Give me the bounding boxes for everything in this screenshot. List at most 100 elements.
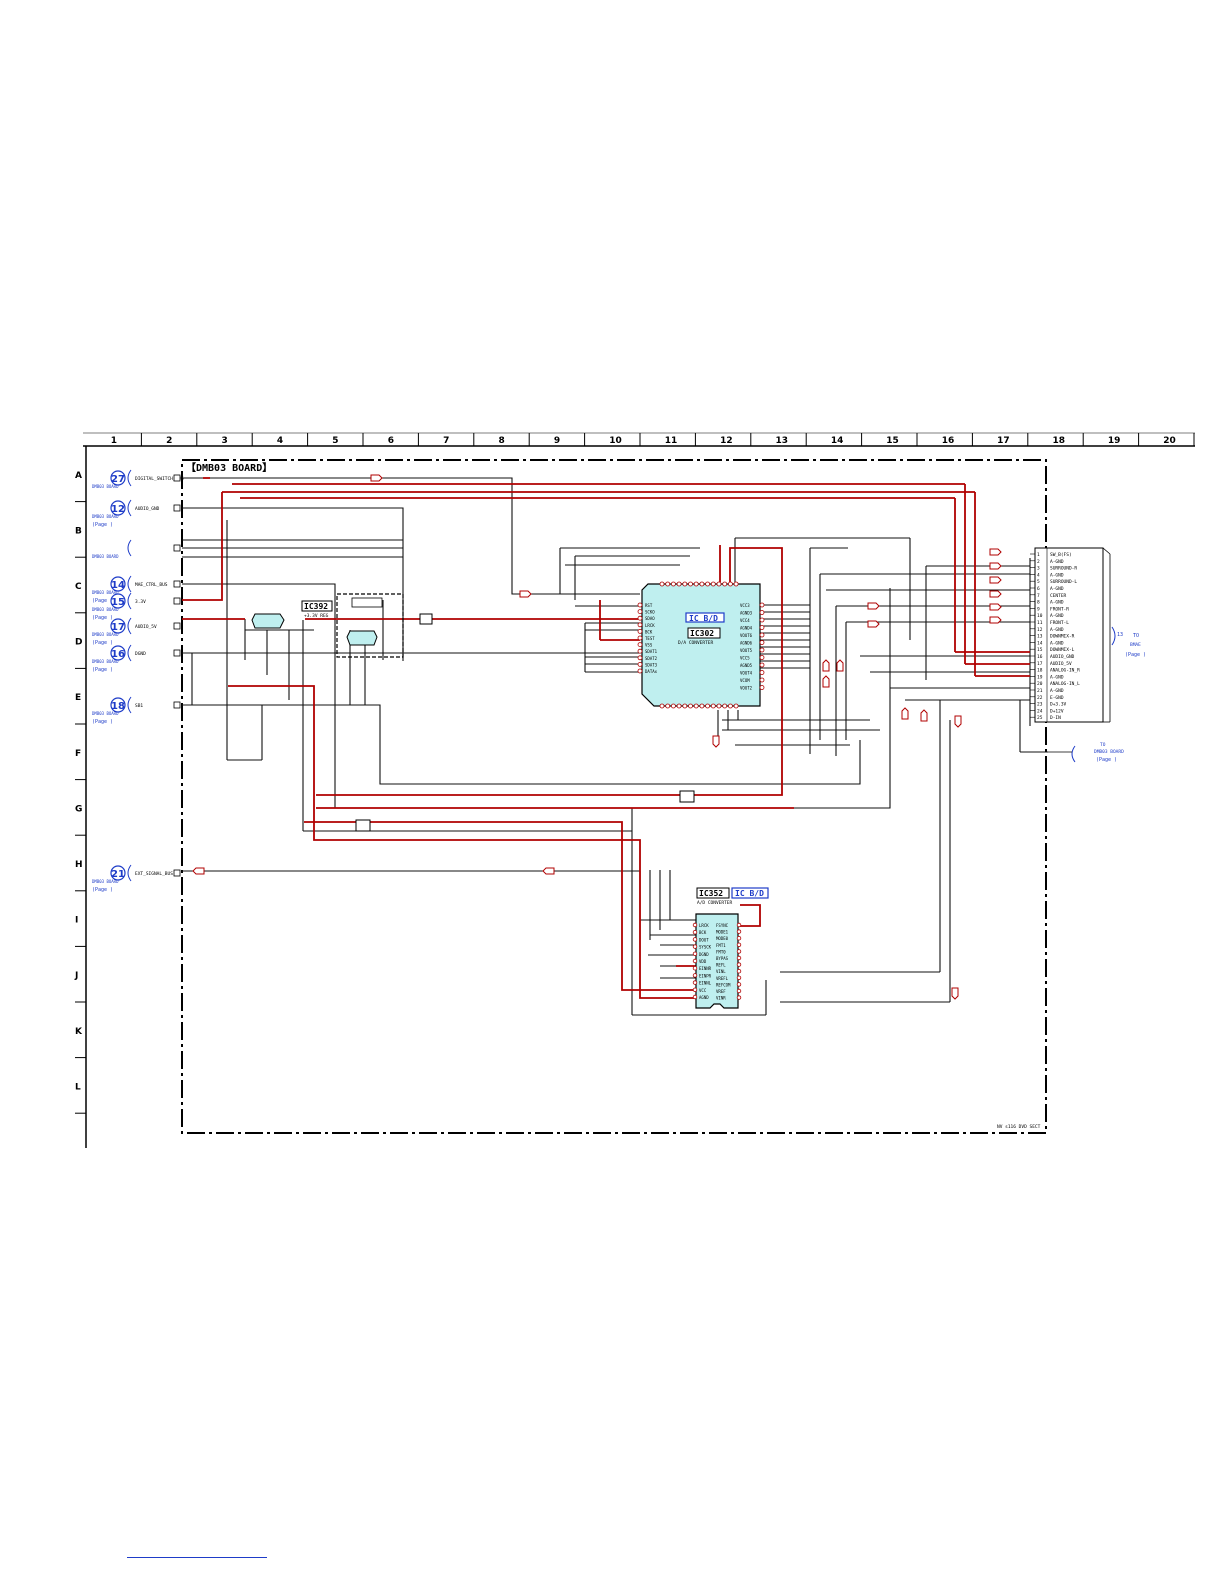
ic302-bottom-pin	[693, 703, 699, 709]
ic392-regulator: IC392 +3.3V REG	[251, 593, 404, 658]
output-pin-number: 9	[1037, 606, 1040, 612]
connector-signal: DIGITAL_SWITCH_BUS	[135, 476, 184, 482]
ic302-right-pin	[759, 655, 765, 660]
ic352-left-pin-label: LRCK	[699, 923, 709, 928]
ic352-left-pin	[692, 958, 698, 964]
output-pin-signal: DOWNMIX-L	[1050, 647, 1075, 653]
signal-arrow	[954, 715, 962, 728]
ic302-bottom-pin	[716, 703, 722, 709]
ic302-bottom-pin	[688, 703, 693, 709]
connector-terminal	[173, 504, 181, 512]
signal-arrow	[836, 659, 844, 672]
ic302-bottom-pin	[710, 703, 716, 709]
output-pin-number: 18	[1037, 668, 1043, 674]
ic302-left-pin-label: BCK	[645, 629, 653, 634]
ic352-left-pin-label: EINNL	[699, 981, 712, 986]
row-label: J	[74, 971, 78, 981]
ic302-left-pin-label: SDAT2	[645, 656, 658, 661]
ic302-left-pin	[637, 615, 643, 621]
connector-terminal	[173, 649, 181, 657]
ic352-right-pin-label: BYPAS	[716, 956, 729, 961]
ic352-left-pin	[692, 966, 698, 971]
connector-number: 15	[111, 597, 125, 608]
connector-page: (Page )	[92, 522, 113, 528]
ic352-right-pin	[736, 949, 742, 954]
connector-signal: AUDIO_GND	[135, 506, 160, 512]
left-connector: DMB03 BOARD	[92, 539, 181, 559]
output-pin-number: 7	[1037, 593, 1040, 599]
ic302-right-pin-label: VCOM	[740, 678, 750, 683]
connector-signal: AUDIO_5V	[135, 624, 157, 630]
output-pin-signal: A-GND	[1050, 613, 1064, 619]
row-label: E	[75, 693, 81, 703]
signal-arrow	[989, 562, 1002, 570]
ic352-right-pin-label: VINL	[716, 969, 726, 974]
output-pin-number: 5	[1037, 579, 1040, 585]
ic302-top-pin	[688, 581, 693, 587]
connector-number: 21	[111, 869, 125, 880]
connector-signal: SB1	[135, 703, 143, 709]
connector-bracket	[127, 864, 132, 882]
output-pin-number: 8	[1037, 600, 1040, 606]
connector-bracket	[127, 644, 132, 662]
ic302-right-pin-label: VOUT5	[740, 648, 753, 653]
output-pin-number: 11	[1037, 620, 1043, 626]
output-pin-signal: D+12V	[1050, 708, 1064, 714]
column-label: 15	[886, 436, 899, 446]
output-pin-signal: AUDIO_5V	[1050, 661, 1072, 667]
signal-arrow	[370, 474, 383, 482]
ic302-right-pin	[759, 685, 765, 690]
ic352-right-pin-label: REFCOM	[716, 982, 731, 987]
column-label: 9	[554, 436, 560, 446]
ic302-left-pin-label: LRCK	[645, 623, 655, 628]
connector-number: 12	[111, 504, 125, 515]
connector-terminal	[173, 869, 181, 877]
ic352-right-pin-label: MODE1	[716, 930, 729, 935]
ic302-left-pin	[637, 668, 643, 674]
connector-number-circle	[110, 697, 126, 713]
ic302-left-pin	[637, 609, 643, 614]
column-label: 14	[831, 436, 844, 446]
ic352-left-pin	[692, 937, 698, 942]
ic302-right-pin-label: VCC3	[740, 603, 750, 608]
signal-arrow	[920, 709, 928, 722]
output-pin-number: 12	[1037, 627, 1043, 633]
output-pin-number: 23	[1037, 702, 1043, 708]
ic352-right-pin-label: REFL	[716, 963, 726, 968]
column-label: 16	[942, 436, 955, 446]
ic352-left-pin	[692, 930, 698, 935]
ic352-left-pin-label: SYSCK	[699, 945, 712, 950]
ic302-right-pin	[759, 662, 765, 668]
ic352-right-pin	[736, 969, 742, 974]
signal-arrow	[519, 590, 532, 598]
connector-terminal	[173, 580, 181, 588]
ic302-top-pin	[705, 581, 710, 587]
output-connector-to: TO	[1133, 633, 1139, 639]
ic302-right-pin-label: VCC5	[740, 656, 750, 661]
ic302-right-pin	[759, 647, 765, 653]
ic352-left-pin-label: BCK	[699, 930, 707, 935]
output-pin-number: 16	[1037, 654, 1043, 660]
column-label: 17	[997, 436, 1010, 446]
signal-arrow	[989, 576, 1002, 584]
ic302-left-pin	[637, 662, 643, 667]
connector-bracket	[127, 469, 132, 487]
output-pin-signal: A-GND	[1050, 572, 1064, 578]
ic302-left-pin-label: RST	[645, 603, 653, 608]
column-label: 20	[1163, 436, 1176, 446]
ic352-left-pin	[692, 951, 698, 956]
output-pin-signal: A-GND	[1050, 627, 1064, 633]
output-pin-signal: A-GND	[1050, 559, 1064, 565]
output-connector-board: BMAE	[1130, 642, 1141, 648]
column-label: 8	[499, 436, 505, 446]
board-title: 【DMB03 BOARD】	[186, 461, 272, 474]
column-label: 7	[443, 436, 449, 446]
output-pin-number: 19	[1037, 674, 1043, 680]
connector-number: 18	[111, 701, 125, 712]
ic302-left-pin-label: SDAT1	[645, 649, 658, 654]
ic302-left-pin-label: VSS	[645, 643, 653, 648]
